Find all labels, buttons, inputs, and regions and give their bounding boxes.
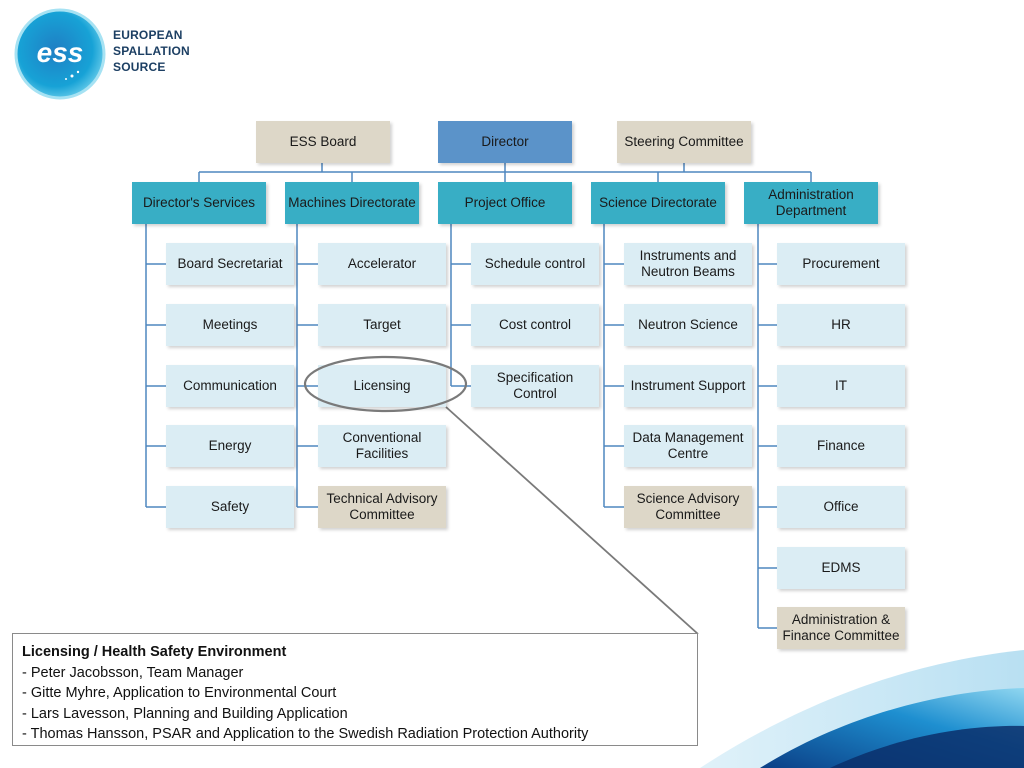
unit-instrument-support: Instrument Support — [624, 365, 752, 407]
unit-licensing: Licensing — [318, 365, 446, 407]
unit-cost-control: Cost control — [471, 304, 599, 346]
unit-data-management-centre: Data Management Centre — [624, 425, 752, 467]
unit-safety: Safety — [166, 486, 294, 528]
callout-line: - Gitte Myhre, Application to Environmen… — [22, 685, 337, 701]
callout-line: - Peter Jacobsson, Team Manager — [22, 664, 244, 681]
unit-hr: HR — [777, 304, 905, 346]
unit-office: Office — [777, 486, 905, 528]
directorate-project-office: Project Office — [438, 182, 572, 224]
licensing-callout: Licensing / Health Safety Environment - … — [12, 633, 698, 746]
unit-energy: Energy — [166, 425, 294, 467]
logo-line: EUROPEAN — [113, 28, 183, 42]
unit-communication: Communication — [166, 365, 294, 407]
ess-logo-icon: ess — [14, 8, 106, 100]
directorate-science: Science Directorate — [591, 182, 725, 224]
unit-admin-finance-committee: Administration & Finance Committee — [777, 607, 905, 649]
directorate-directors-services: Director's Services — [132, 182, 266, 224]
unit-accelerator: Accelerator — [318, 243, 446, 285]
logo-line: SOURCE — [113, 60, 166, 74]
unit-meetings: Meetings — [166, 304, 294, 346]
unit-board-secretariat: Board Secretariat — [166, 243, 294, 285]
licensing-highlight-ellipse — [303, 355, 468, 413]
unit-specification-control: Specification Control — [471, 365, 599, 407]
directorate-machines: Machines Directorate — [285, 182, 419, 224]
unit-neutron-science: Neutron Science — [624, 304, 752, 346]
unit-schedule-control: Schedule control — [471, 243, 599, 285]
directorate-administration: Administration Department — [744, 182, 878, 224]
director-box: Director — [438, 121, 572, 163]
unit-it: IT — [777, 365, 905, 407]
unit-technical-advisory-committee: Technical Advisory Committee — [318, 486, 446, 528]
unit-target: Target — [318, 304, 446, 346]
callout-title: Licensing / Health Safety Environment — [22, 644, 287, 660]
ess-board-box: ESS Board — [256, 121, 390, 163]
unit-conventional-facilities: Conventional Facilities — [318, 425, 446, 467]
logo-line: SPALLATION — [113, 44, 190, 58]
callout-line: - Lars Lavesson, Planning and Building A… — [22, 705, 348, 722]
ess-logo: ess — [10, 6, 200, 102]
unit-procurement: Procurement — [777, 243, 905, 285]
unit-science-advisory-committee: Science Advisory Committee — [624, 486, 752, 528]
unit-instruments-neutron-beams: Instruments and Neutron Beams — [624, 243, 752, 285]
callout-line: - Thomas Hansson, PSAR and Application t… — [22, 726, 589, 742]
logo-initials: ess — [37, 37, 84, 68]
unit-finance: Finance — [777, 425, 905, 467]
unit-edms: EDMS — [777, 547, 905, 589]
logo-wordmark: EUROPEAN SPALLATION SOURCE — [113, 27, 190, 75]
steering-committee-box: Steering Committee — [617, 121, 751, 163]
